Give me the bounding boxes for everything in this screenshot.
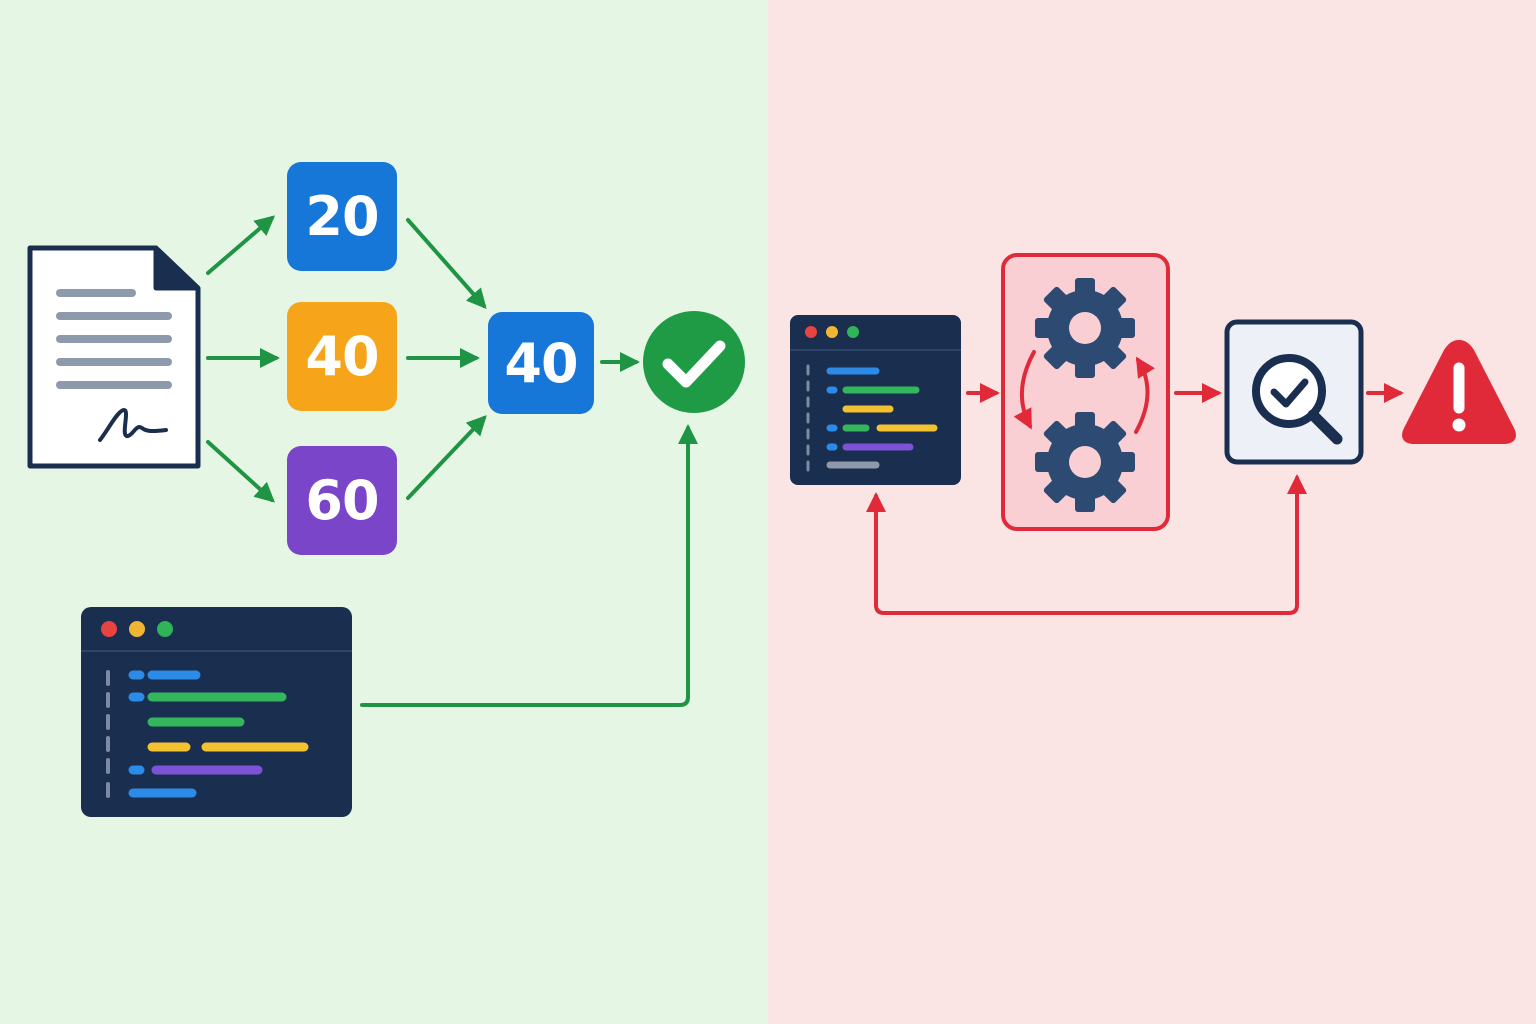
warning-triangle-icon [1402, 340, 1516, 444]
branch-label: 60 [305, 469, 379, 532]
signature-mark [98, 408, 168, 442]
merge-label: 40 [504, 331, 578, 395]
arrow-doc-to-20 [206, 215, 276, 275]
arrow-20-to-merge [406, 218, 487, 309]
arrow-60-to-merge [406, 415, 487, 500]
cycle-arrow-up [1134, 356, 1155, 434]
branch-label: 20 [305, 185, 379, 248]
inspect-magnifier-check-icon [1224, 319, 1364, 465]
branch-box-40: 40 [287, 302, 397, 411]
arrow-feedback-loop [866, 474, 1307, 615]
gear-bottom-icon [1035, 412, 1135, 512]
branch-box-20: 20 [287, 162, 397, 271]
gears-cycle-icon [1001, 253, 1170, 531]
cycle-arrow-down [1013, 350, 1036, 430]
branch-box-60: 60 [287, 446, 397, 555]
merge-box: 40 [488, 312, 594, 414]
code-editor-icon [81, 607, 352, 817]
right-code-editor-icon [790, 315, 961, 485]
gear-top-icon [1035, 278, 1135, 378]
arrow-doc-to-60 [206, 440, 275, 503]
signed-document-icon [27, 245, 201, 469]
branch-label: 40 [305, 325, 379, 388]
success-check-icon [643, 311, 745, 413]
arrow-code-to-check [360, 424, 698, 707]
